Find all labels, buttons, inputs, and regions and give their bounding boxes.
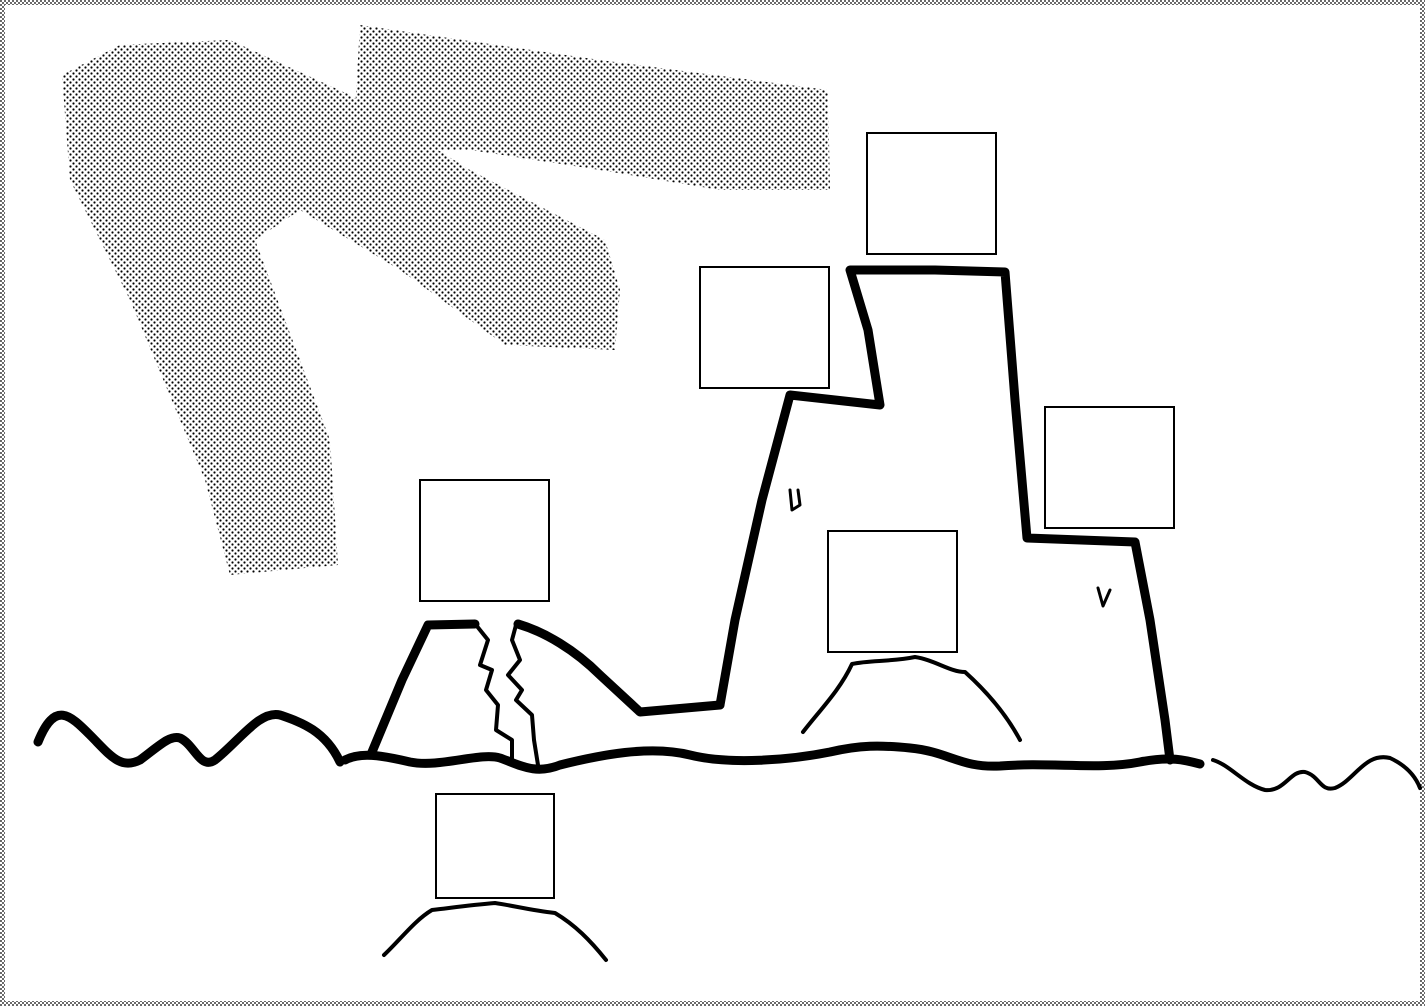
label-box-cracked-rock[interactable] (419, 479, 550, 602)
rock-crack-left (474, 623, 514, 762)
shaded-band-left (62, 40, 338, 575)
mound-center (801, 655, 1022, 742)
cracked-rock-left-half (367, 619, 480, 757)
label-box-top-right-peak[interactable] (866, 132, 997, 255)
stepped-landform-outline (715, 265, 1175, 765)
ground-wave-right (1211, 755, 1422, 793)
symbol-mark-right (1096, 586, 1112, 608)
ground-line (340, 741, 1205, 774)
label-box-bottom-mound[interactable] (435, 793, 555, 899)
ground-wave-left (33, 710, 345, 768)
rock-crack-right (506, 623, 540, 767)
shaded-band-middle (120, 40, 620, 350)
label-box-center-mound[interactable] (827, 530, 958, 653)
label-box-right-slope[interactable] (1044, 406, 1175, 529)
cracked-rock-right-half (513, 619, 725, 717)
mound-bottom (382, 901, 608, 962)
label-box-left-peak[interactable] (699, 266, 830, 389)
symbol-mark-left (788, 488, 802, 512)
shaded-band-right (355, 25, 830, 190)
